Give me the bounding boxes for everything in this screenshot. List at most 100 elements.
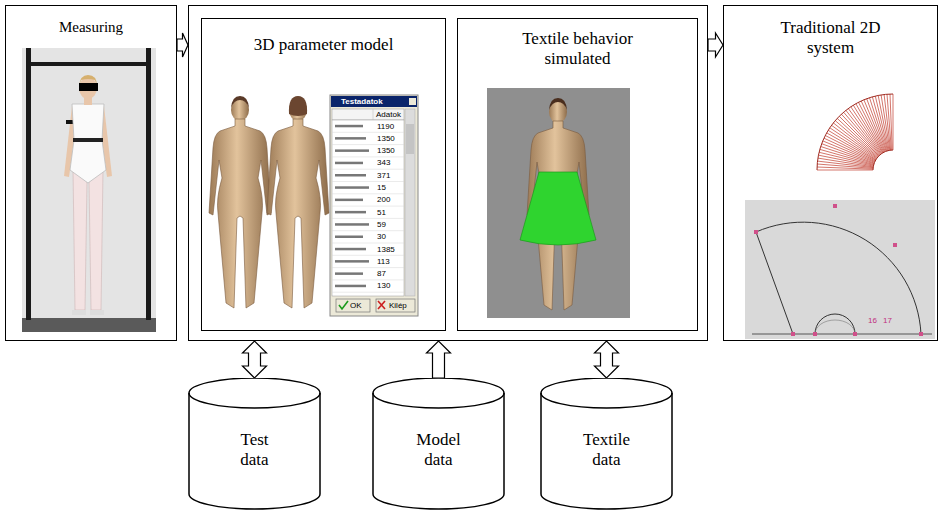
point-number: 17 (883, 316, 892, 326)
parameter-dialog-part-part (332, 206, 404, 207)
pattern-drawing-part (893, 243, 897, 247)
database-cylinder: Test data (188, 378, 321, 510)
box-title: 3D parameter model (209, 35, 439, 55)
database-cylinder: Model data (372, 378, 505, 510)
block-arrow (427, 341, 451, 378)
parameter-dialog-part-part (335, 223, 369, 226)
drape-simulation-part (549, 98, 567, 110)
parameter-dialog-part-part (335, 162, 363, 165)
parameter-dialog-part-part (335, 236, 363, 239)
table-header: Adatok (376, 110, 401, 120)
block-arrow (177, 33, 188, 57)
measuring-photo-part (26, 62, 151, 66)
block-arrow (708, 33, 723, 57)
parameter-dialog-part-part (335, 186, 369, 189)
table-cell: 343 (377, 158, 390, 168)
pattern-drawing-part (919, 332, 923, 336)
box-title: Measuring (11, 18, 171, 36)
measuring-photo-part (146, 48, 151, 320)
measuring-photo-part (72, 310, 86, 315)
parameter-dialog-part-part (335, 137, 366, 140)
fan-pattern-part (851, 107, 882, 154)
pattern-drawing-part (833, 204, 837, 208)
body-model-back-part (289, 96, 307, 116)
point-number: 16 (868, 316, 877, 326)
measuring-photo-part (73, 170, 87, 310)
measuring-photo-part (22, 318, 156, 332)
fan-pattern-part (817, 94, 893, 170)
measuring-photo-part (73, 138, 103, 142)
parameter-dialog-part-part (335, 272, 363, 275)
parameter-dialog-part-part (332, 218, 404, 219)
pattern-drawing-part (813, 332, 817, 336)
database-label: Test data (225, 430, 285, 471)
button-label: Kilép (389, 301, 407, 311)
pattern-drawing-part (815, 320, 855, 334)
measuring-photo (22, 48, 156, 332)
table-cell: 1190 (377, 122, 394, 132)
fan-pattern-part (817, 167, 873, 169)
parameter-dialog-part (332, 125, 404, 292)
fan-pattern-part (817, 170, 873, 171)
parameter-dialog-part-part (335, 260, 369, 263)
parameter-dialog-part (331, 96, 417, 107)
parameter-dialog-part-part (332, 255, 404, 256)
body-model-front-part (209, 99, 271, 308)
fan-pattern-part (848, 109, 881, 154)
measuring-photo-part (79, 83, 98, 91)
cylinder-body (189, 378, 320, 509)
parameter-dialog-part-part (335, 125, 363, 128)
parameter-dialog-part-part (332, 144, 404, 145)
module-box: 3D parameter model (201, 18, 446, 331)
fan-pattern-part (844, 112, 880, 155)
cylinder-rim (541, 393, 672, 408)
pattern-drawing-part (791, 332, 795, 336)
parameter-dialog-part-part (335, 285, 366, 288)
fan-pattern-part (846, 110, 881, 154)
parameter-dialog-part (332, 120, 404, 296)
parameter-dialog-part-part (332, 156, 404, 157)
dialog-title: Testadatok (341, 97, 383, 107)
fan-pattern (817, 94, 893, 170)
table-cell: 130 (377, 281, 390, 291)
parameter-dialog-part (378, 301, 385, 309)
parameter-dialog-part (406, 124, 414, 154)
table-cell: 59 (377, 220, 386, 230)
database-label: Textile data (577, 430, 637, 471)
measuring-photo-part (79, 77, 97, 99)
fan-pattern-part (837, 118, 878, 156)
parameter-dialog-part-part (332, 279, 404, 280)
parameter-dialog-part-part (332, 193, 404, 194)
measuring-photo-part (90, 310, 104, 315)
button-label: OK (350, 301, 362, 311)
parameter-dialog-part (332, 109, 404, 120)
parameter-dialog-part (330, 95, 418, 316)
body-model-back-part (267, 99, 329, 308)
parameter-dialog-part (376, 299, 415, 312)
cylinder-rim (373, 393, 504, 408)
table-cell: 87 (377, 269, 386, 279)
database-cylinder: Textile data (540, 378, 673, 510)
fan-pattern-part (818, 161, 874, 168)
measuring-photo-part (22, 48, 156, 332)
pattern-drawing-part (853, 332, 857, 336)
parameter-dialog-part-part (332, 132, 404, 133)
database-label: Model data (409, 430, 469, 471)
box-title: Textile behavior simulated (508, 29, 648, 70)
table-cell: 113 (377, 257, 390, 267)
measuring-photo-part (70, 104, 106, 183)
module-box: Textile behavior simulated (457, 18, 698, 331)
parameter-dialog-part-part (332, 292, 404, 293)
fan-pattern-part (817, 164, 873, 168)
parameter-dialog (330, 95, 418, 316)
parameter-dialog-part-part (335, 248, 366, 251)
parameter-dialog-part-part (332, 243, 404, 244)
pattern-drawing-part (745, 200, 935, 339)
parameter-dialog-part (339, 301, 348, 309)
pattern-drawing-part (756, 222, 921, 334)
table-cell: 1350 (377, 134, 395, 144)
fan-pattern-part (890, 94, 892, 150)
cylinder-rim (189, 393, 320, 408)
drape-simulation-part (520, 172, 596, 245)
block-arrow (243, 341, 267, 378)
